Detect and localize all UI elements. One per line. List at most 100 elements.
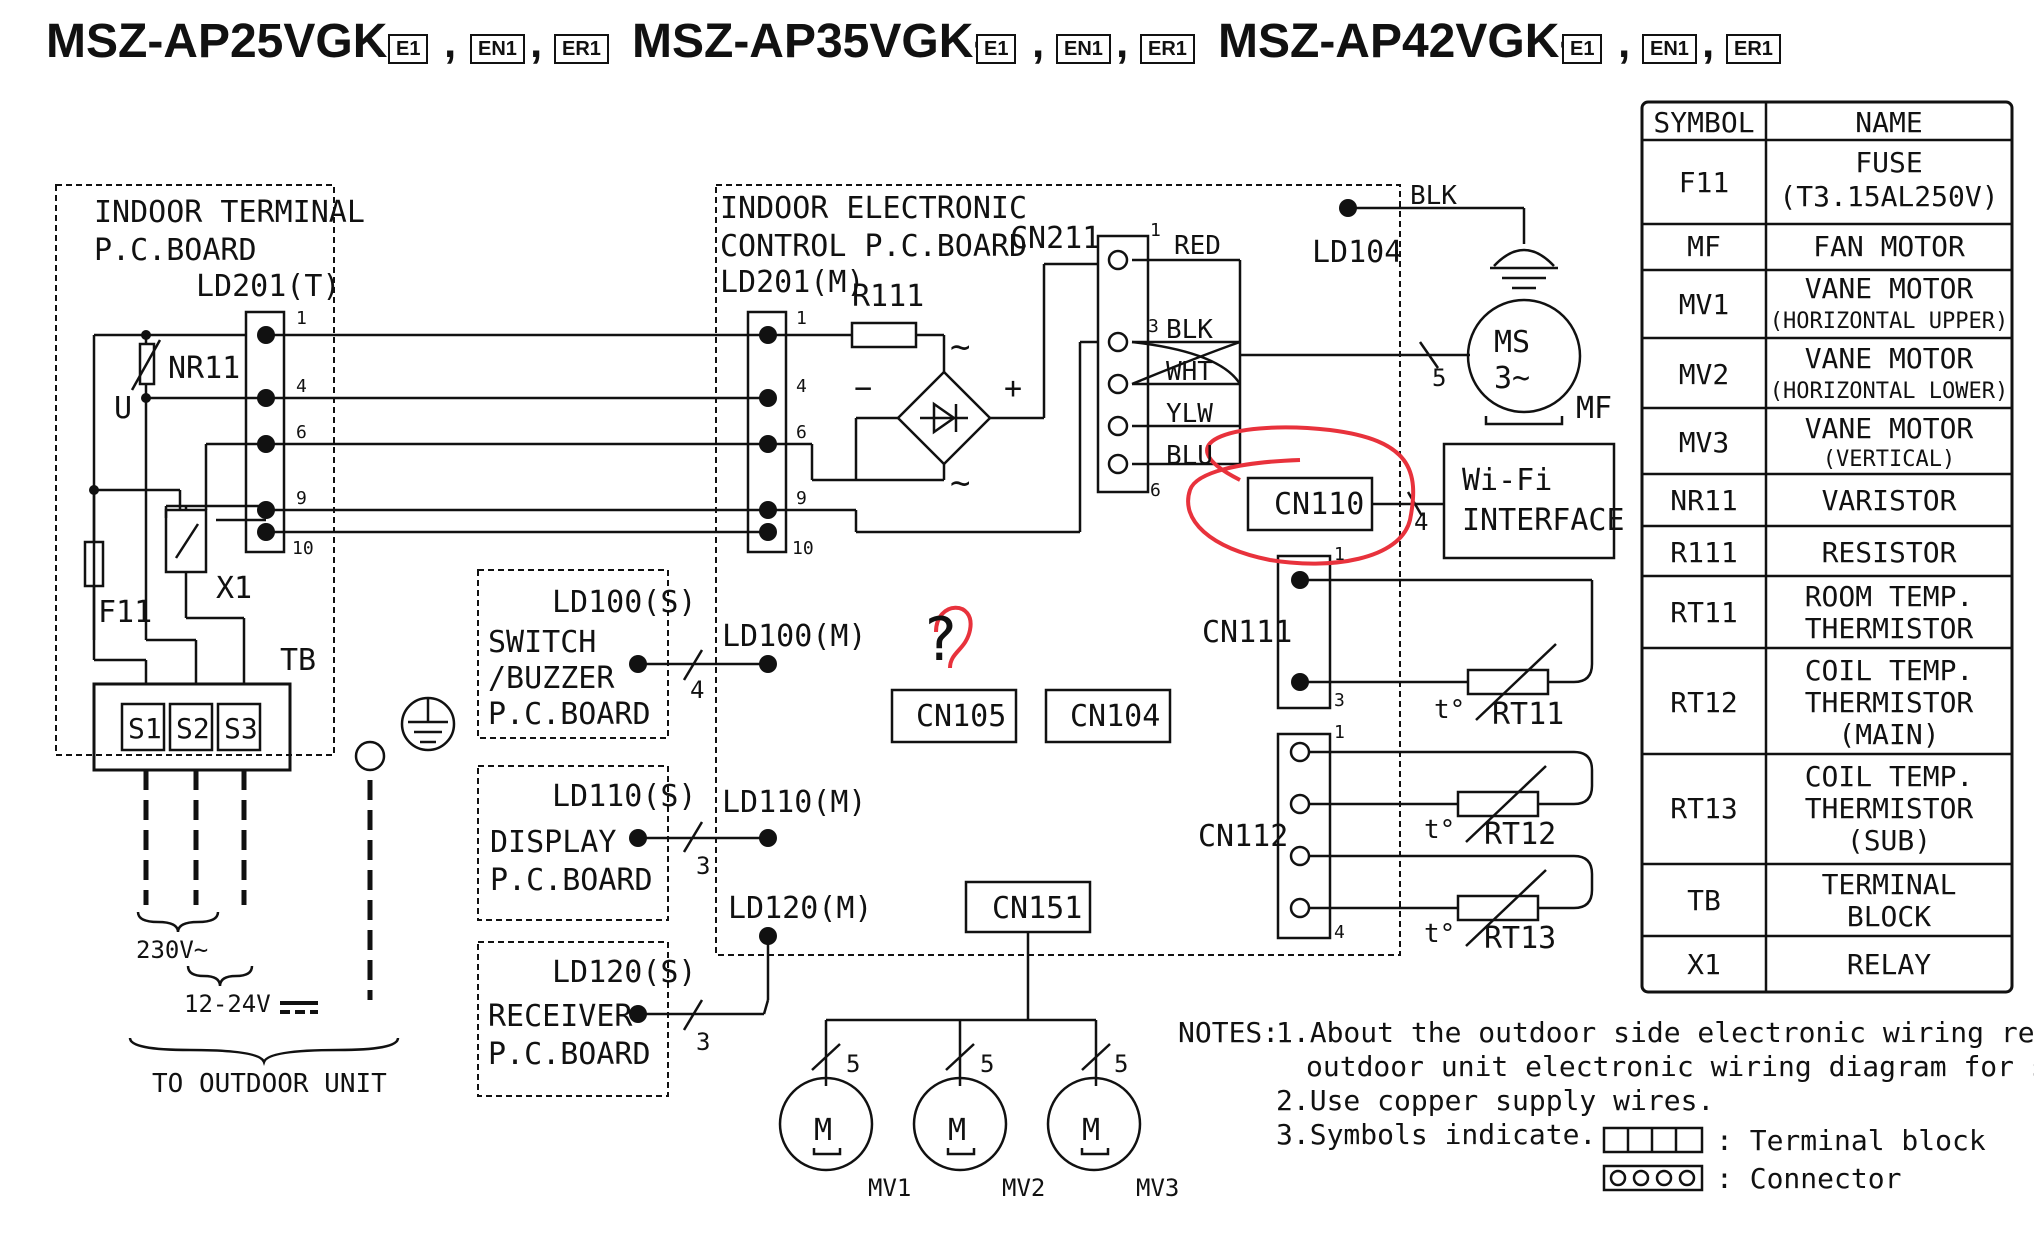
ac-tilde-bottom: ~: [950, 463, 970, 503]
wifi-line2: INTERFACE: [1462, 503, 1625, 538]
rt12-label: RT12: [1484, 817, 1556, 852]
mv3-letter: M: [1082, 1113, 1100, 1148]
model-title-2: MSZ-AP35VGK-: [632, 15, 990, 68]
terminal-s1: [120, 702, 166, 752]
ld120s-label: LD120(S): [552, 955, 697, 990]
relay-label: X1: [216, 571, 252, 606]
cn105-label: CN105: [916, 699, 1006, 734]
wifi-line1: Wi-Fi: [1462, 463, 1552, 498]
tb-label: TB: [280, 643, 316, 678]
mv2-wires: 5: [980, 1050, 994, 1078]
mv3-wires: 5: [1114, 1050, 1128, 1078]
terminal-s1-label: S1: [128, 712, 162, 745]
terminal-s2-label: S2: [176, 712, 210, 745]
name-x1: RELAY: [1847, 948, 1931, 981]
symbol-nr11: NR11: [1670, 484, 1737, 517]
cn211-pin: 1: [1150, 220, 1161, 241]
mv2-label: MV2: [1002, 1174, 1045, 1202]
cn111-connector: [1276, 554, 1332, 710]
ld201m-pin: 9: [796, 488, 807, 509]
cn104-connector: [1044, 688, 1172, 744]
wire-red: RED: [1174, 231, 1221, 261]
diagram-header: MSZ-AP25VGK- E1 , EN1 , ER1 MSZ-AP35VGK-…: [0, 0, 2034, 100]
variant-badge: EN1: [470, 34, 525, 64]
wire-wht: WHT: [1166, 357, 1213, 387]
terminal-board-title-2: P.C.BOARD: [94, 233, 257, 268]
variant-badge: EN1: [1642, 34, 1697, 64]
display-wires: 3: [696, 852, 710, 880]
variant-badge: E1: [388, 34, 429, 64]
ld110s-label: LD110(S): [552, 779, 697, 814]
table-header-name: NAME: [1855, 106, 1922, 139]
rt13-label: RT13: [1484, 921, 1556, 956]
blk-ground-label: BLK: [1410, 181, 1457, 211]
receiver-line1: RECEIVER: [488, 999, 633, 1034]
symbol-mv2: MV2: [1679, 358, 1730, 391]
switch-line1: SWITCH: [488, 625, 596, 660]
ld201t-pin: 1: [296, 308, 307, 329]
ld201t-pin: 6: [296, 422, 307, 443]
terminal-block-tb: [92, 682, 292, 772]
variant-badge: E1: [976, 34, 1017, 64]
cn211-pin: 3: [1148, 316, 1159, 337]
separator: ,: [444, 18, 457, 67]
ld201t-label: LD201(T): [196, 269, 341, 304]
ld100m-label: LD100(M): [722, 619, 867, 654]
symbol-x1: X1: [1687, 948, 1721, 981]
name-nr11: VARISTOR: [1822, 484, 1957, 517]
symbol-table-frame: [1640, 100, 2014, 994]
receiver-line2: P.C.BOARD: [488, 1037, 651, 1072]
separator: ,: [1618, 18, 1631, 67]
model-title-3: MSZ-AP42VGK-: [1218, 15, 1576, 68]
switch-buzzer-board: [477, 569, 669, 739]
variant-badge: ER1: [554, 34, 609, 64]
ground-terminal: [354, 740, 386, 772]
ld201m-pin: 6: [796, 422, 807, 443]
display-line1: DISPLAY: [490, 825, 616, 860]
cn112-label: CN112: [1198, 819, 1288, 854]
terminal-board-outline: [55, 184, 335, 756]
name-mv3-2: (VERTICAL): [1823, 447, 1955, 472]
rt11-label: RT11: [1492, 697, 1564, 732]
to-outdoor-label: TO OUTDOOR UNIT: [152, 1069, 387, 1099]
name-f11-1: FUSE: [1855, 146, 1922, 179]
ld201m-pin: 4: [796, 376, 807, 397]
table-header-symbol: SYMBOL: [1653, 106, 1754, 139]
variant-badge: EN1: [1056, 34, 1111, 64]
fuse-label: F11: [98, 595, 152, 630]
ac-tilde-top: ~: [950, 327, 970, 367]
cn111-pin: 3: [1334, 690, 1345, 711]
cn105-connector: [890, 688, 1018, 744]
fan-motor-ms: MS: [1494, 325, 1530, 360]
ld104-label: LD104: [1312, 235, 1402, 270]
minus-sign: −: [854, 371, 872, 406]
ld201m-pin: 10: [792, 538, 814, 559]
ld201m-label: LD201(M): [720, 265, 865, 300]
separator: ,: [1702, 18, 1715, 67]
control-board-title-2: CONTROL P.C.BOARD: [720, 229, 1027, 264]
note-1b: outdoor unit electronic wiring diagram f…: [1306, 1050, 2034, 1083]
switch-wires: 4: [690, 676, 704, 704]
mv2-letter: M: [948, 1113, 966, 1148]
separator: ,: [530, 18, 543, 67]
connector-symbol: [1602, 1164, 1704, 1192]
v12-24-label: 12-24V: [184, 990, 271, 1018]
name-mv2-1: VANE MOTOR: [1805, 342, 1974, 375]
ld201m-connector: [746, 310, 788, 554]
question-mark-annotation: ?: [922, 605, 958, 675]
switch-line2: /BUZZER: [488, 661, 615, 696]
terminal-s3-label: S3: [224, 712, 258, 745]
note-terminal-block: : Terminal block: [1716, 1124, 1986, 1157]
cn112-pin: 4: [1334, 922, 1345, 943]
fan-motor-mf: [1466, 298, 1582, 414]
name-rt13-1: COIL TEMP.: [1805, 760, 1974, 793]
ld201t-pin: 4: [296, 376, 307, 397]
ld201t-connector: [244, 310, 286, 554]
control-board-outline: [715, 184, 1401, 956]
terminal-s2: [168, 702, 214, 752]
name-rt13-3: (SUB): [1847, 824, 1931, 857]
note-2: 2.Use copper supply wires.: [1276, 1084, 1714, 1117]
symbol-mv1: MV1: [1679, 288, 1730, 321]
name-tb-1: TERMINAL: [1822, 868, 1957, 901]
variant-badge: ER1: [1726, 34, 1781, 64]
